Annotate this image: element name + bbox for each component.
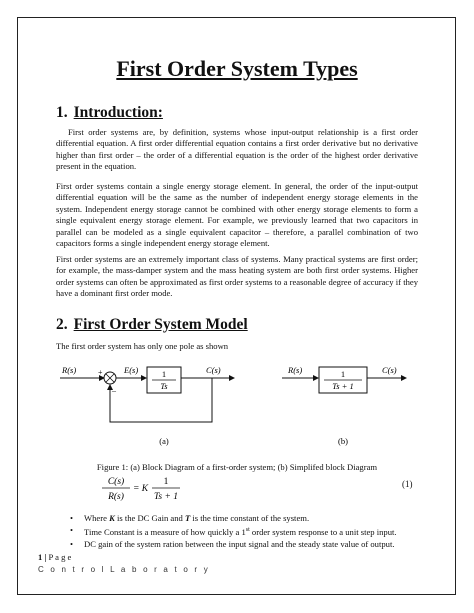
- equation-number: (1): [402, 479, 413, 489]
- block-diagrams: R(s) + – E(s) 1 Ts C(s) (a) R(s) 1 Ts + …: [60, 365, 407, 446]
- transfer-function-equation: C(s) R(s) = K 1 Ts + 1: [102, 476, 180, 502]
- diagram-b: R(s) 1 Ts + 1 C(s) (b): [282, 365, 407, 446]
- bullet-item: • DC gain of the system ration between t…: [70, 538, 395, 549]
- diagram-a-label: (a): [159, 436, 169, 446]
- feedback-path: [107, 378, 213, 423]
- page-border: [17, 17, 456, 595]
- diagram-a: R(s) + – E(s) 1 Ts C(s) (a): [60, 365, 235, 446]
- plus-sign: +: [98, 368, 103, 377]
- bullet-icon: •: [70, 538, 74, 549]
- diagram-a-block-den: Ts: [160, 381, 168, 391]
- minus-sign: –: [111, 386, 117, 395]
- section-2-title: First Order System Model: [73, 316, 248, 333]
- diagram-b-block-den: Ts + 1: [332, 381, 354, 391]
- diagram-a-error-label: E(s): [123, 365, 138, 375]
- diagram-b-label: (b): [338, 436, 348, 446]
- intro-paragraph-3: First order systems are an extremely imp…: [56, 254, 418, 299]
- bullet-icon: •: [70, 525, 74, 535]
- diagram-a-block-num: 1: [162, 369, 166, 379]
- bullet-item: • Where K is the DC Gain and T is the ti…: [70, 513, 310, 523]
- diagram-b-block-num: 1: [341, 369, 345, 379]
- bullet-list: • Where K is the DC Gain and T is the ti…: [70, 512, 430, 550]
- eq-rhs-num: 1: [164, 477, 169, 487]
- section-2-heading: 2. First Order System Model: [56, 316, 248, 334]
- diagram-a-output-label: C(s): [206, 365, 221, 375]
- bullet-icon: •: [70, 513, 74, 523]
- section-1-heading: 1. Introduction:: [56, 104, 163, 122]
- diagram-b-input-label: R(s): [287, 365, 302, 375]
- footer-page-number: 1 | P a g e: [38, 552, 72, 562]
- section-2-number: 2.: [56, 316, 68, 333]
- intro-paragraph-2: First order systems contain a single ene…: [56, 181, 418, 249]
- intro-paragraph-1: First order systems are, by definition, …: [56, 127, 418, 172]
- section-1-number: 1.: [56, 104, 68, 121]
- eq-lhs-den: R(s): [107, 491, 124, 502]
- document-title: First Order System Types: [116, 56, 358, 81]
- figure-caption: Figure 1: (a) Block Diagram of a first-o…: [96, 462, 378, 472]
- section-1-title: Introduction:: [73, 104, 163, 121]
- eq-lhs-num: C(s): [108, 476, 124, 487]
- eq-equals-k: = K: [133, 484, 149, 494]
- footer-lab-name: C o n t r o l L a b o r a t o r y: [38, 565, 210, 574]
- eq-rhs-den: Ts + 1: [154, 492, 178, 502]
- diagram-b-output-label: C(s): [382, 365, 397, 375]
- diagram-a-input-label: R(s): [61, 365, 76, 375]
- bullet-item: • Time Constant is a measure of how quic…: [70, 525, 397, 537]
- section-2-intro: The first order system has only one pole…: [56, 341, 229, 351]
